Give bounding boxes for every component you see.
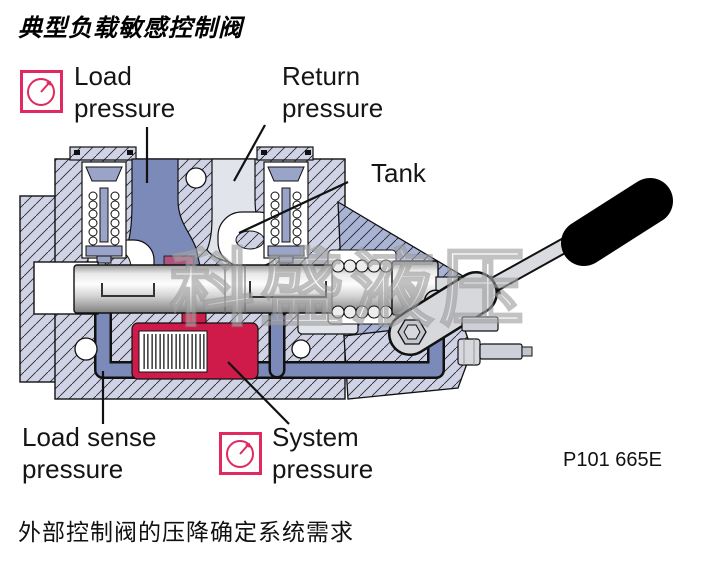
check-valve-left xyxy=(81,161,127,264)
figure-title: 典型负载敏感控制阀 xyxy=(18,15,243,42)
leader-lines xyxy=(101,124,349,425)
spool xyxy=(33,259,471,319)
leader-system-pressure xyxy=(227,361,290,425)
pressure-gauge-icon xyxy=(219,432,262,475)
watermark-text: 科盛液压 xyxy=(170,242,530,336)
label-system-pressure: System pressure xyxy=(272,422,374,484)
mounting-holes xyxy=(74,167,311,361)
figure-code: P101 665E xyxy=(563,449,662,471)
control-lever[interactable] xyxy=(388,178,673,356)
label-load-sense-pressure: Load sense pressure xyxy=(22,422,157,484)
leader-return-pressure xyxy=(233,124,266,182)
label-tank: Tank xyxy=(371,158,426,188)
gauge-dial-icon xyxy=(226,440,254,468)
figure-caption: 外部控制阀的压降确定系统需求 xyxy=(18,520,354,545)
pressure-gauge-icon xyxy=(20,70,63,113)
lever-grip[interactable] xyxy=(561,178,673,266)
gauge-dial-icon xyxy=(27,78,55,106)
label-return-pressure: Return pressure xyxy=(282,61,384,123)
spool-spring xyxy=(331,259,393,319)
port-bolts xyxy=(457,316,533,366)
leader-tank xyxy=(238,181,349,234)
label-load-pressure: Load pressure xyxy=(74,61,176,123)
compensator-spring xyxy=(143,334,205,369)
